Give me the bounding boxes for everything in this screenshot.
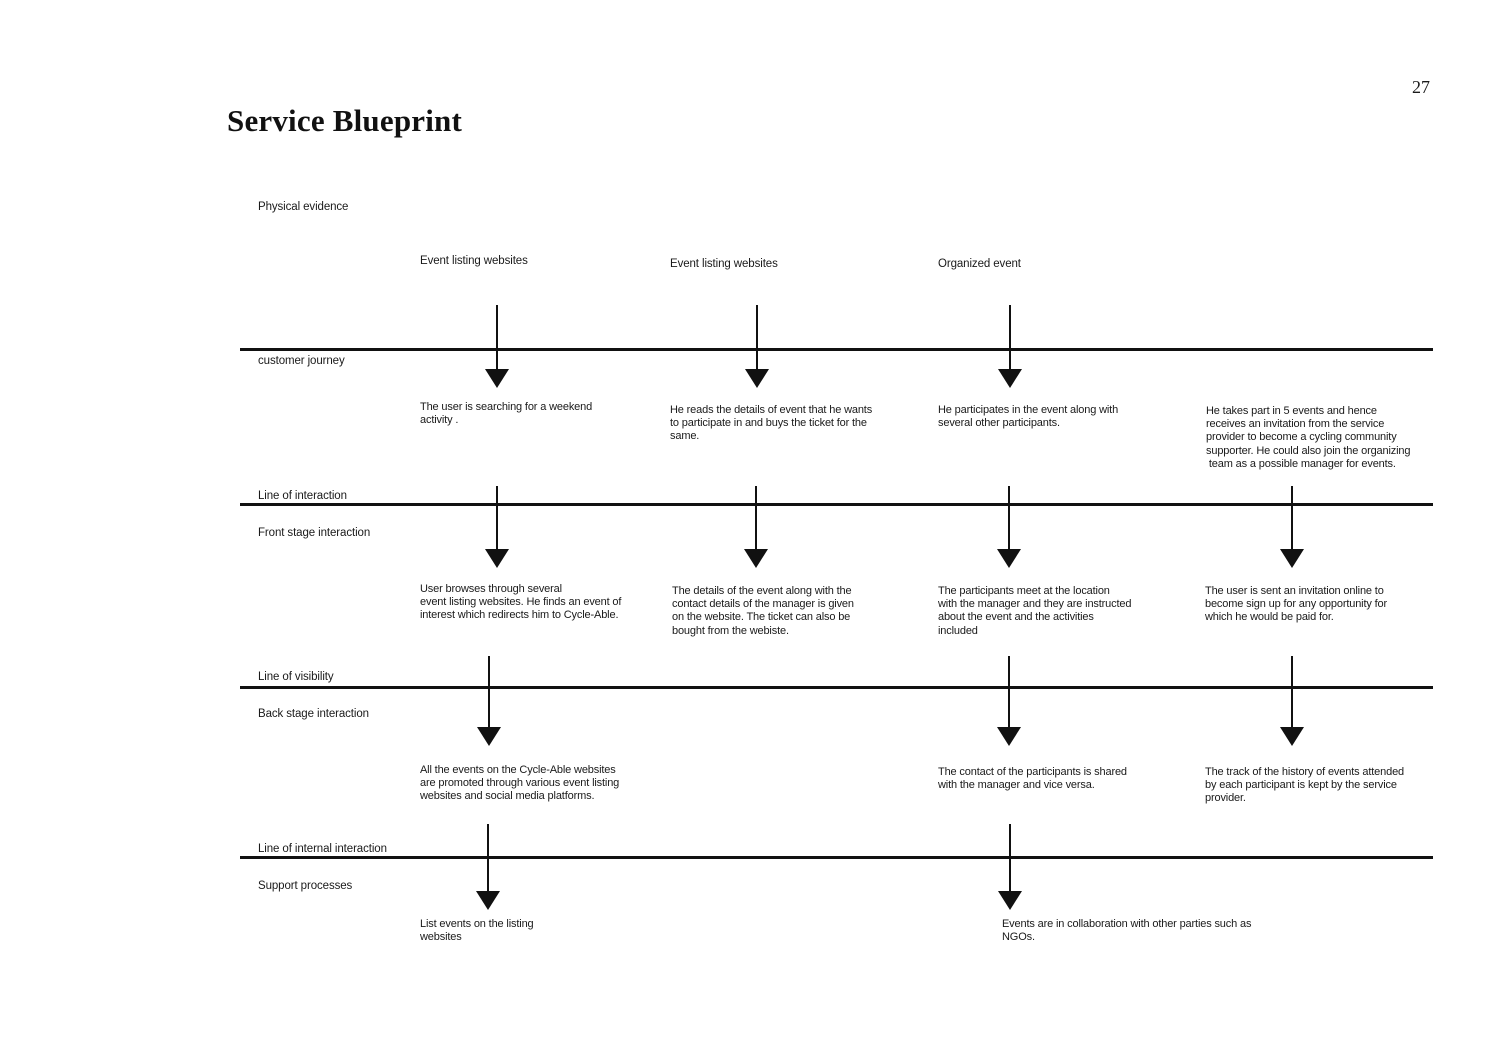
front-stage-step: The details of the event along with the … bbox=[672, 585, 854, 637]
lane-label-front-stage-interaction: Front stage interaction bbox=[258, 527, 371, 539]
down-arrow-icon bbox=[745, 305, 769, 388]
lane-label-physical-evidence: Physical evidence bbox=[258, 201, 349, 213]
page-number: 27 bbox=[1412, 77, 1430, 97]
physical-evidence-item: Event listing websites bbox=[670, 258, 778, 270]
page-title: Service Blueprint bbox=[227, 103, 463, 138]
lane-label-line-of-interaction: Line of interaction bbox=[258, 490, 347, 502]
line-of-interaction-separator-line bbox=[240, 503, 1433, 506]
down-arrow-icon bbox=[997, 656, 1021, 746]
back-stage-step: The track of the history of events atten… bbox=[1205, 766, 1404, 805]
lane-label-customer-journey: customer journey bbox=[258, 355, 345, 367]
down-arrow-icon bbox=[477, 656, 501, 746]
customer-journey-step: He participates in the event along with … bbox=[938, 404, 1119, 430]
down-arrow-icon bbox=[485, 305, 509, 388]
front-stage-step: The user is sent an invitation online to… bbox=[1205, 585, 1388, 624]
down-arrow-icon bbox=[744, 486, 768, 568]
physical-evidence-item: Event listing websites bbox=[420, 255, 528, 267]
customer-journey-step: He takes part in 5 events and hence rece… bbox=[1206, 405, 1411, 470]
customer-journey-step: The user is searching for a weekend acti… bbox=[420, 401, 593, 427]
down-arrow-icon bbox=[1280, 656, 1304, 746]
lane-label-line-of-internal-interaction: Line of internal interaction bbox=[258, 843, 387, 855]
down-arrow-icon bbox=[485, 486, 509, 568]
lane-label-support-processes: Support processes bbox=[258, 880, 353, 892]
support-process-step: List events on the listing websites bbox=[420, 918, 534, 944]
down-arrow-icon bbox=[997, 486, 1021, 568]
front-stage-step: The participants meet at the location wi… bbox=[938, 585, 1132, 637]
lane-label-line-of-visibility: Line of visibility bbox=[258, 671, 334, 683]
back-stage-step: The contact of the participants is share… bbox=[938, 766, 1127, 792]
down-arrow-icon bbox=[998, 305, 1022, 388]
front-stage-step: User browses through several event listi… bbox=[420, 583, 622, 622]
customer-journey-step: He reads the details of event that he wa… bbox=[670, 404, 873, 443]
physical-evidence-item: Organized event bbox=[938, 258, 1021, 270]
line-of-visibility-separator-line bbox=[240, 686, 1433, 689]
lane-label-back-stage-interaction: Back stage interaction bbox=[258, 708, 369, 720]
down-arrow-icon bbox=[476, 824, 500, 910]
support-process-step: Events are in collaboration with other p… bbox=[1002, 918, 1252, 944]
back-stage-step: All the events on the Cycle-Able website… bbox=[420, 764, 620, 803]
line-of-internal-interaction-separator-line bbox=[240, 856, 1433, 859]
customer-journey-separator-line bbox=[240, 348, 1433, 351]
down-arrow-icon bbox=[1280, 486, 1304, 568]
down-arrow-icon bbox=[998, 824, 1022, 910]
